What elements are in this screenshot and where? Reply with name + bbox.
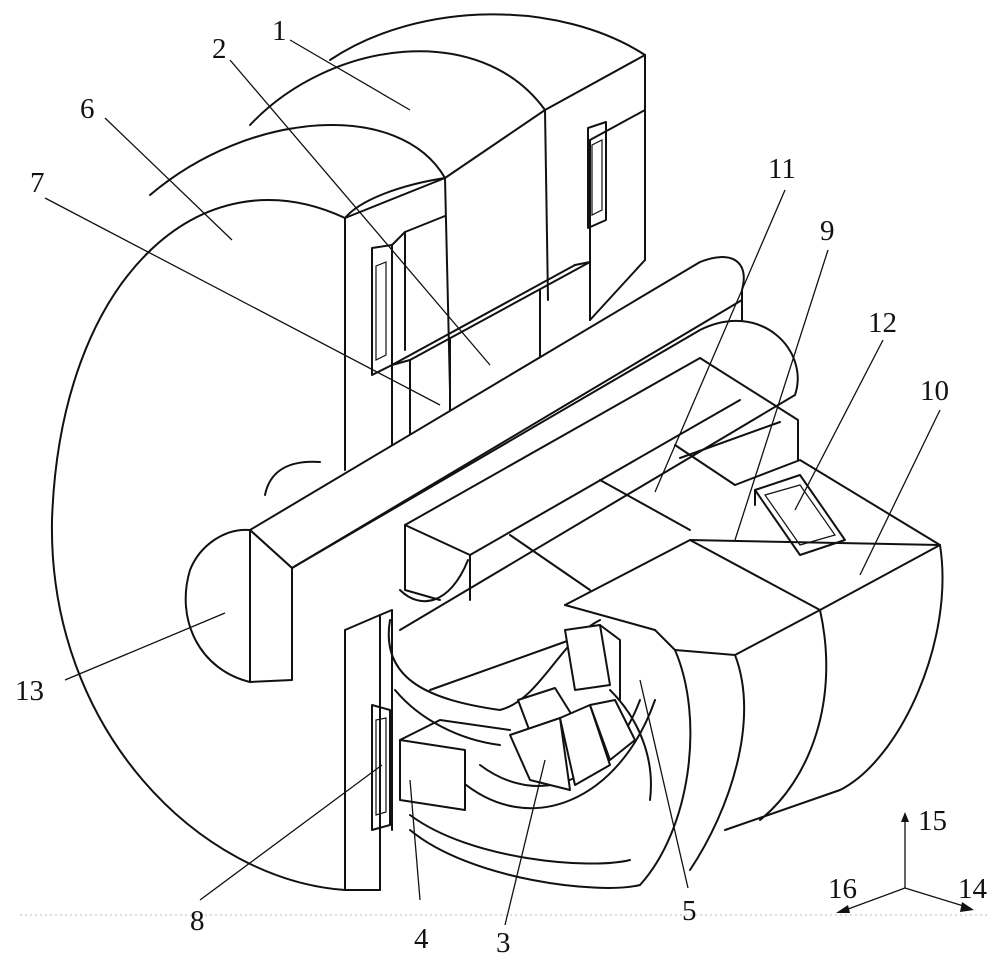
label-9: 9 [820, 215, 835, 247]
left-housing-disc [50, 177, 446, 891]
label-5: 5 [682, 895, 697, 927]
axis-triad [836, 812, 974, 913]
bore [387, 559, 601, 746]
label-4: 4 [414, 923, 429, 955]
label-3: 3 [496, 927, 511, 959]
front-shell [564, 539, 944, 886]
label-6: 6 [80, 93, 95, 125]
coil-slot-top-right [587, 121, 607, 229]
label-10: 10 [920, 375, 949, 407]
label-16: 16 [828, 873, 857, 905]
label-13: 13 [15, 675, 44, 707]
outer-ring-top [149, 13, 646, 391]
label-15: 15 [918, 805, 947, 837]
label-14: 14 [958, 873, 988, 905]
label-2: 2 [212, 33, 227, 65]
label-11: 11 [768, 153, 796, 185]
arc-rings [409, 689, 656, 889]
wedge-magnets [509, 687, 636, 791]
label-8: 8 [190, 905, 205, 937]
label-7: 7 [30, 167, 45, 199]
coil-slot-right [754, 474, 846, 556]
shaft [184, 256, 799, 683]
lower-housing [344, 357, 941, 891]
label-1: 1 [272, 15, 287, 47]
leader-lines [44, 39, 941, 926]
label-12: 12 [868, 307, 897, 339]
reference-numerals: 1 2 6 7 11 9 12 10 13 8 4 3 5 15 16 14 [15, 15, 988, 959]
small-block [564, 624, 621, 701]
